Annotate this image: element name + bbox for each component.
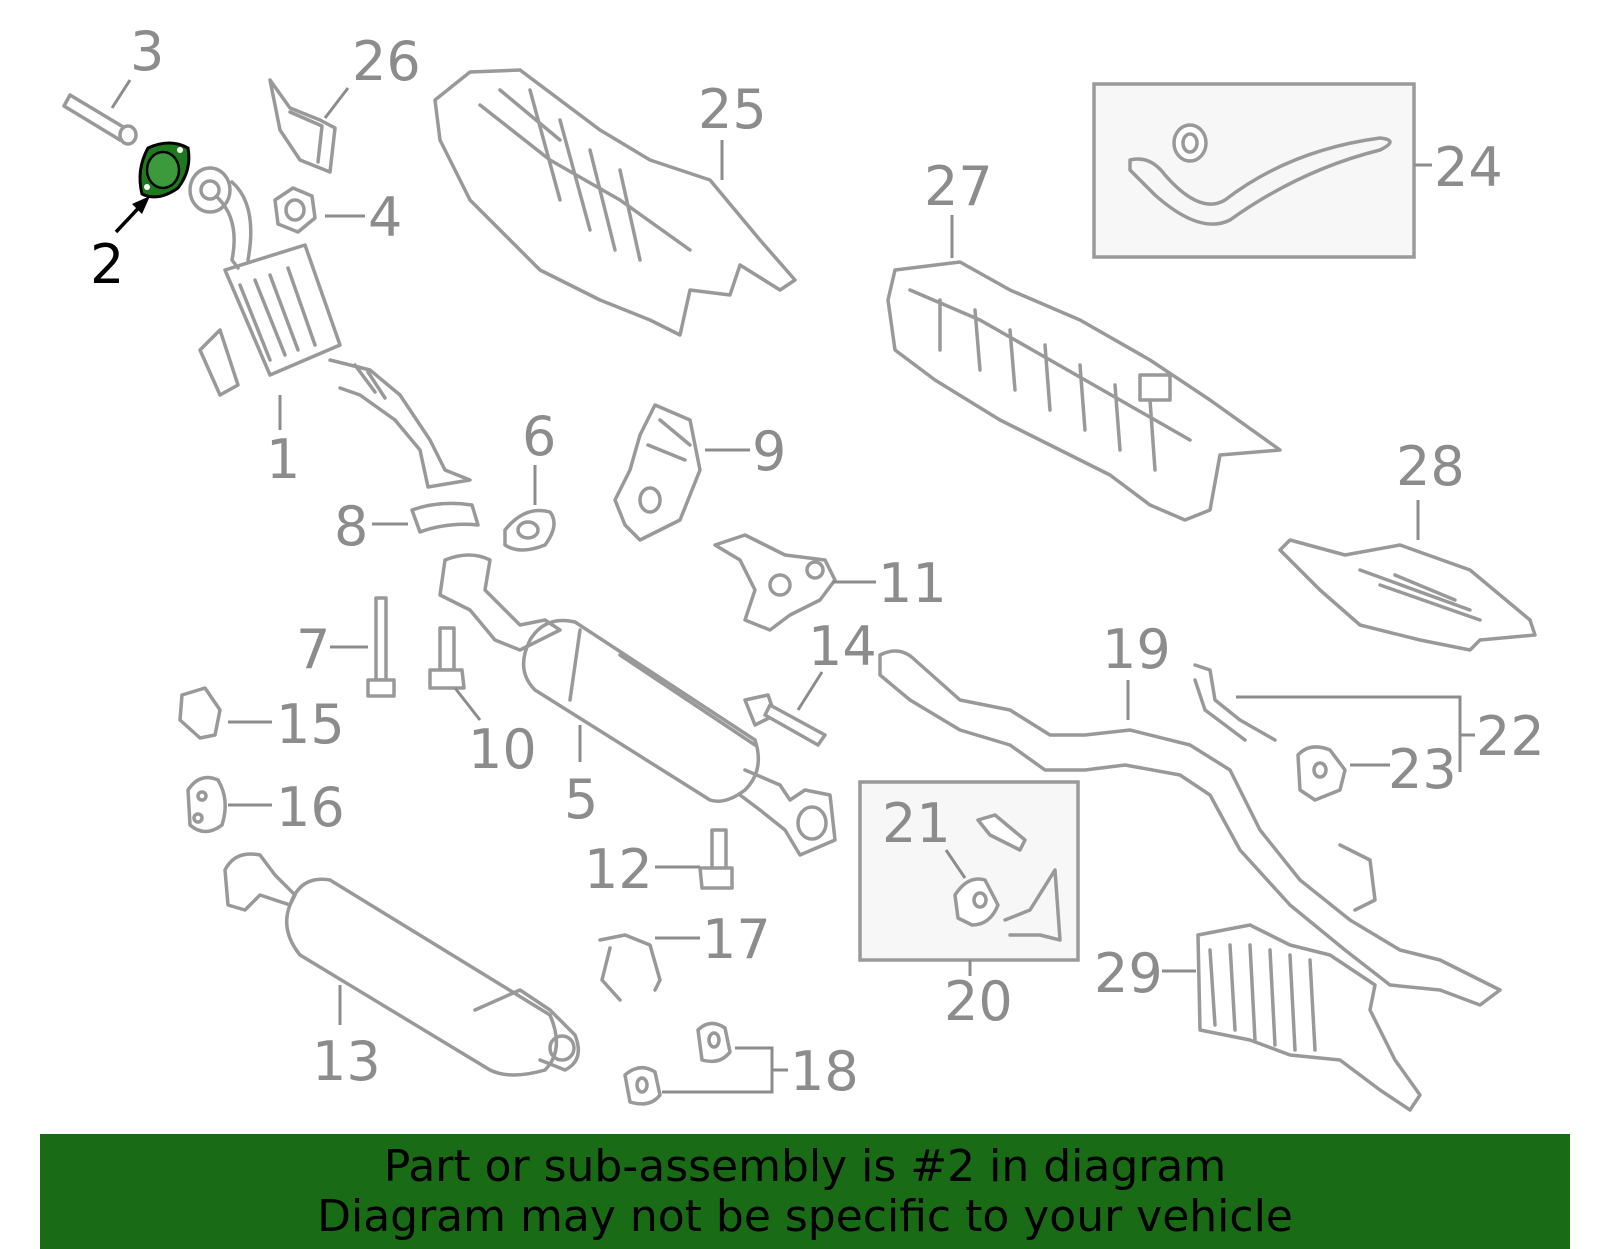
part-13-muffler xyxy=(223,852,581,1077)
callout-10: 10 xyxy=(468,718,537,781)
part-12-bolt xyxy=(698,828,734,890)
callout-23: 23 xyxy=(1388,738,1457,801)
info-banner: Part or sub-assembly is #2 in diagram Di… xyxy=(40,1134,1570,1249)
leader-22 xyxy=(1236,695,1462,772)
part-22-hanger xyxy=(1193,663,1277,742)
callout-16: 16 xyxy=(276,776,345,839)
leader-14 xyxy=(796,671,824,711)
callout-19: 19 xyxy=(1102,618,1171,681)
part-3-stud xyxy=(62,93,138,146)
part-9-bracket xyxy=(613,403,702,542)
banner-line-1: Part or sub-assembly is #2 in diagram xyxy=(383,1140,1227,1192)
part-19-intermediate-pipe xyxy=(878,649,1502,1007)
banner-line-2: Diagram may not be specific to your vehi… xyxy=(317,1190,1293,1242)
callout-27: 27 xyxy=(924,155,993,218)
part-16-isolator xyxy=(186,775,227,834)
part-18-isolators xyxy=(623,1021,732,1106)
part-5-particulate-filter xyxy=(438,553,837,857)
callout-2: 2 xyxy=(90,233,124,296)
part-26-heat-shield xyxy=(268,78,337,174)
callout-6: 6 xyxy=(522,405,556,468)
part-27-heat-shield xyxy=(886,260,1282,522)
callout-26: 26 xyxy=(352,30,421,93)
part-28-heat-shield xyxy=(1278,538,1537,652)
leader-26 xyxy=(323,87,350,119)
callout-1: 1 xyxy=(266,428,300,491)
part-10-bolt xyxy=(428,626,466,690)
part-17-hanger xyxy=(598,933,662,1002)
part-6-gasket xyxy=(503,508,556,552)
callout-22: 22 xyxy=(1476,705,1545,768)
part-29-heat-shield xyxy=(1196,923,1422,1112)
part-11-hanger-bracket xyxy=(713,533,837,632)
part-24-hose xyxy=(1128,123,1392,226)
part-2-gasket-highlighted[interactable] xyxy=(138,141,191,199)
part-15-bracket xyxy=(178,686,222,740)
part-24-box xyxy=(1092,82,1416,259)
callout-24: 24 xyxy=(1434,136,1503,199)
callout-29: 29 xyxy=(1094,942,1163,1005)
callout-4: 4 xyxy=(368,186,402,249)
callout-18: 18 xyxy=(790,1040,859,1103)
part-23-isolator xyxy=(1296,745,1347,802)
callout-20: 20 xyxy=(944,970,1013,1033)
part-1-catalytic-converter xyxy=(188,166,472,489)
part-20-box xyxy=(858,780,1080,962)
leader-10 xyxy=(453,687,482,721)
callout-8: 8 xyxy=(334,495,368,558)
part-4-nut xyxy=(273,186,317,234)
callout-12: 12 xyxy=(584,838,653,901)
callout-5: 5 xyxy=(564,768,598,831)
part-25-heat-shield xyxy=(433,68,797,337)
callout-3: 3 xyxy=(130,20,164,83)
callout-21: 21 xyxy=(882,792,951,855)
callout-11: 11 xyxy=(878,552,947,615)
callout-14: 14 xyxy=(808,615,877,678)
callout-9: 9 xyxy=(752,420,786,483)
callout-25: 25 xyxy=(698,78,767,141)
callout-7: 7 xyxy=(296,618,330,681)
callout-13: 13 xyxy=(312,1030,381,1093)
callout-17: 17 xyxy=(702,908,771,971)
part-14-bolt xyxy=(743,693,827,747)
part-8-clamp xyxy=(410,501,480,534)
leader-21 xyxy=(944,849,967,879)
callout-28: 28 xyxy=(1396,435,1465,498)
part-21-isolator-and-bolt xyxy=(953,813,1062,942)
part-7-bolt xyxy=(366,596,396,698)
callout-15: 15 xyxy=(276,693,345,756)
leader-3 xyxy=(110,79,132,109)
